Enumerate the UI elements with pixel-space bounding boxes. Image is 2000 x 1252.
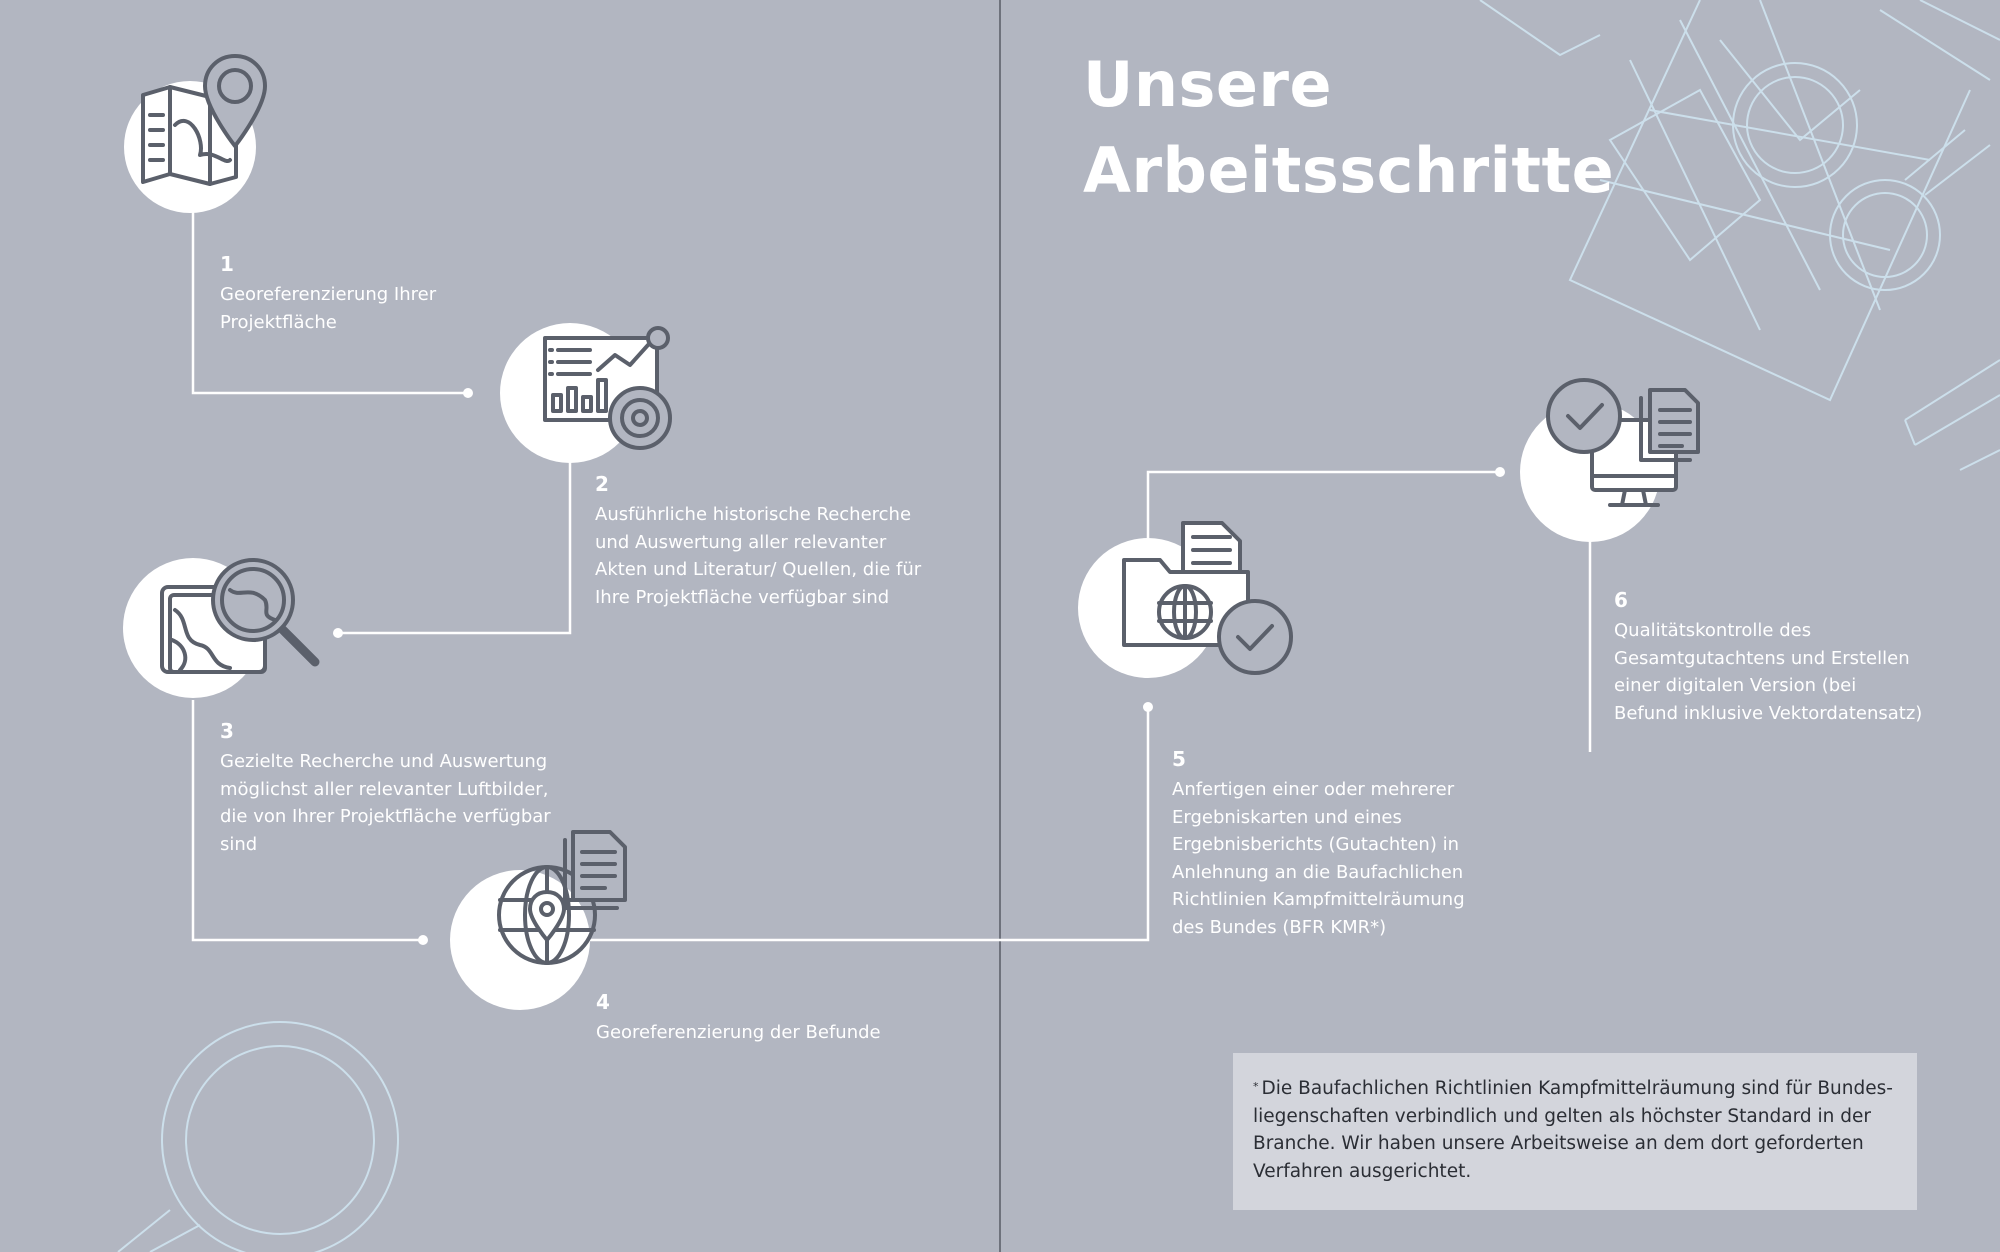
step-number: 2 <box>595 472 609 496</box>
decor-magnifier-1-icon <box>1732 62 1858 188</box>
map-pin-icon <box>124 54 267 213</box>
connector-dot <box>463 388 473 398</box>
footnote-text: Die Baufachlichen Richtlinien Kampfmitte… <box>1253 1078 1893 1182</box>
page-title: Unsere Arbeitsschritte <box>1083 42 1614 214</box>
folder-check-icon <box>1078 521 1293 678</box>
connector-2-3 <box>338 460 572 635</box>
globe-document-icon <box>450 830 627 1010</box>
step-number: 4 <box>596 990 610 1014</box>
step-description: Anfertigen einer oder mehrerer Ergebnisk… <box>1172 779 1465 938</box>
step-2: 2 Ausführliche historische Recherche und… <box>595 471 935 611</box>
step-number: 6 <box>1614 588 1628 612</box>
connector-4-5 <box>580 707 1150 942</box>
step-6: 6 Qualitätskontrolle des Gesamtgutachten… <box>1614 587 1924 727</box>
monitor-check-icon <box>1520 378 1700 542</box>
footnote-marker: * <box>1253 1080 1259 1093</box>
step-description: Ausführliche historische Recherche und A… <box>595 504 922 608</box>
connector-1-2 <box>191 210 468 395</box>
page-title-line-2: Arbeitsschritte <box>1083 134 1615 207</box>
connector-dot <box>1143 702 1153 712</box>
step-5: 5 Anfertigen einer oder mehrerer Ergebni… <box>1172 746 1502 941</box>
data-chart-icon <box>500 323 672 463</box>
step-description: Qualitätskontrolle des Gesamtgutachtens … <box>1614 620 1923 724</box>
step-4: 4 Georeferenzierung der Befunde <box>596 989 1016 1047</box>
step-number: 1 <box>220 252 234 276</box>
connector-dot <box>1495 467 1505 477</box>
decor-ring-inner-icon <box>185 1045 375 1235</box>
decor-pen-icon <box>1904 359 2000 446</box>
connector-dot <box>333 628 343 638</box>
magnifier-map-icon <box>123 558 320 698</box>
step-3: 3 Gezielte Recherche und Auswertung mögl… <box>220 718 570 858</box>
step-description: Georeferenzierung der Befunde <box>596 1022 881 1043</box>
decor-map-icon <box>1568 0 1971 402</box>
step-description: Georeferenzierung Ihrer Projektfläche <box>220 284 437 333</box>
step-number: 5 <box>1172 747 1186 771</box>
page-title-line-1: Unsere <box>1083 48 1333 121</box>
step-number: 3 <box>220 719 234 743</box>
step-description: Gezielte Recherche und Auswertung möglic… <box>220 751 551 855</box>
footnote-box: *Die Baufachlichen Richtlinien Kampfmitt… <box>1233 1053 1917 1210</box>
connector-dot <box>418 935 428 945</box>
decor-magnifier-2-icon <box>1829 179 1941 291</box>
step-1: 1 Georeferenzierung Ihrer Projektfläche <box>220 251 520 336</box>
connector-3-4 <box>191 700 423 942</box>
decor-ring-outer-icon <box>161 1021 399 1252</box>
connector-5-6 <box>1146 470 1500 550</box>
